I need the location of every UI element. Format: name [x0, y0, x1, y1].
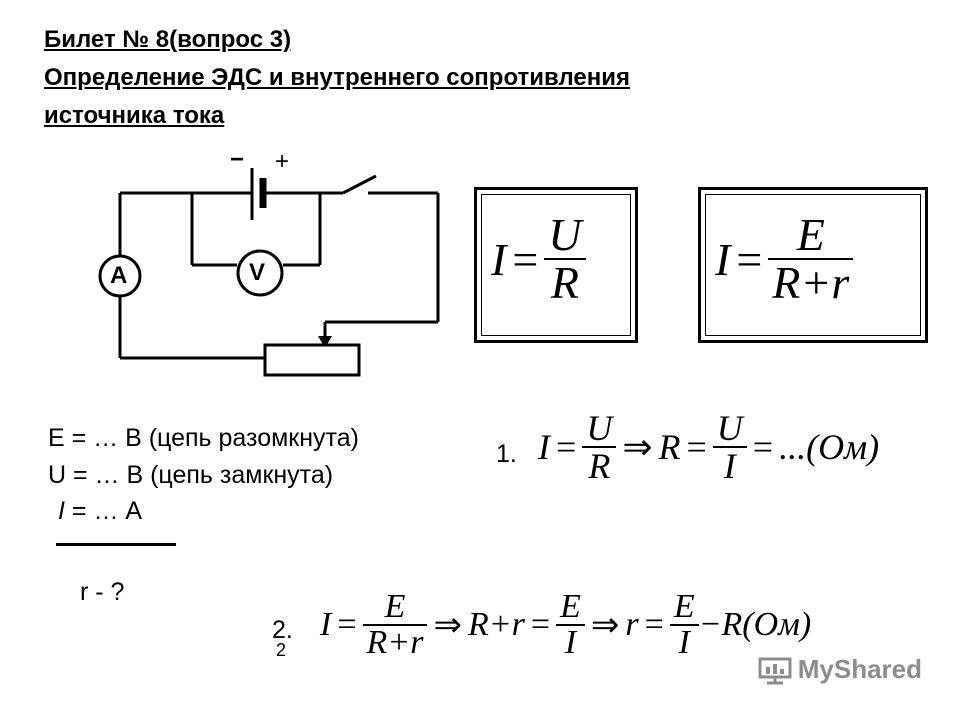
full-I: I [715, 233, 731, 285]
given-voltage: U = … В (цепь замкнута) [48, 461, 334, 489]
step2-f2-num: E [560, 588, 581, 625]
step2-tail: −R(Ом) [698, 606, 812, 643]
step2-I: I [320, 606, 332, 643]
step1-formula: I = U R ⇒ R = U I = ...(Ом) [538, 410, 879, 484]
step2-f3-num: E [673, 588, 695, 625]
full-numerator: E [796, 209, 825, 260]
given-divider [56, 543, 176, 546]
page-title: Определение ЭДС и внутреннего сопротивле… [44, 64, 630, 91]
ohm-denominator: R [550, 257, 579, 308]
full-denominator: R+r [772, 257, 850, 308]
presentation-icon [758, 657, 792, 684]
ohm-numerator: U [548, 209, 582, 260]
ticket-title: Билет № 8(вопрос 3) [44, 26, 292, 53]
implies-arrow-icon: ⇒ [590, 607, 620, 644]
step2-f1-num: E [384, 588, 406, 625]
given-emf: E = … В (цепь разомкнута) [48, 424, 359, 452]
given-current-var: I [58, 497, 65, 525]
watermark: MyShared [758, 654, 922, 685]
step1-eq3: = [752, 427, 774, 467]
battery-minus-label: − [230, 146, 245, 173]
battery-plus-label: + [275, 148, 290, 175]
voltmeter-label: V [249, 259, 266, 286]
step1-I: I [538, 427, 550, 467]
step2-fraction1: E R+r [362, 588, 428, 661]
step2-f3-den: I [678, 624, 690, 661]
ohm-equals: = [512, 233, 539, 285]
step2-fraction3: E I [669, 588, 699, 661]
ohm-law-box: I = U R [474, 187, 638, 343]
step2-eq2: = [530, 606, 551, 643]
step2-number-small: 2 [276, 640, 287, 660]
step2-f2-den: I [564, 624, 577, 661]
step2-f1-den: R+r [366, 624, 424, 661]
ammeter-label: A [110, 262, 128, 289]
circuit-wires [118, 174, 440, 360]
voltmeter-circle [236, 249, 284, 297]
unknown-r: r - ? [80, 578, 125, 606]
ammeter-circle [98, 254, 142, 298]
ohm-I: I [491, 233, 507, 285]
ohm-fraction: U R [544, 209, 586, 308]
step1-R: R [658, 427, 681, 467]
step1-eq1: = [556, 427, 577, 467]
step1-fraction2: U I [712, 408, 747, 486]
step1-f2-num: U [716, 408, 743, 448]
full-equals: = [736, 233, 763, 285]
step1-f2-den: I [723, 446, 736, 486]
full-circuit-box: I = E R+r [698, 187, 928, 343]
watermark-text: MyShared [797, 654, 922, 684]
step1-f1-num: U [586, 408, 613, 448]
step1-f1-den: R [588, 446, 611, 486]
step2-fraction2: E I [556, 590, 585, 660]
step2-eq3: = [644, 606, 664, 643]
step1-result: ...(Ом) [779, 427, 880, 467]
step2-r: r [625, 606, 639, 643]
step1-number: 1. [496, 440, 517, 468]
step1-eq2: = [686, 427, 707, 467]
step1-fraction1: U R [582, 408, 617, 486]
page-title-continued: источника тока [44, 102, 225, 129]
implies-arrow-icon: ⇒ [433, 607, 462, 644]
rheostat-resistor [263, 343, 361, 377]
slider-arrow-icon [318, 336, 332, 348]
full-fraction: E R+r [768, 209, 854, 308]
step2-mid: R+r [467, 606, 525, 643]
switch-blade [342, 174, 377, 195]
given-current-rest: = … А [64, 497, 143, 525]
step2-formula: I = E R+r ⇒ R+r = E I ⇒ r = E I −R(Ом) [320, 590, 811, 660]
step2-number: 2. [272, 616, 293, 644]
step2-eq1: = [337, 606, 357, 643]
implies-arrow-icon: ⇒ [622, 427, 653, 467]
given-current: I = … А [58, 497, 142, 526]
